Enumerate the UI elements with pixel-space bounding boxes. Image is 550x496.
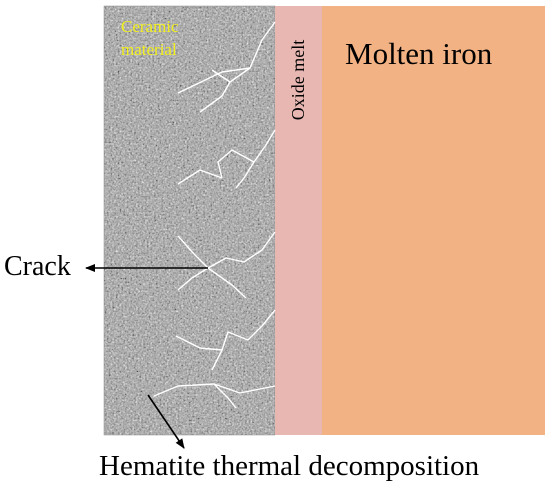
ceramic-material-layer <box>103 5 276 436</box>
crack-line-11 <box>175 309 276 351</box>
ceramic-material-label-line2: material <box>121 40 177 59</box>
oxide-melt-layer <box>275 6 322 435</box>
crack-line-6 <box>235 161 255 189</box>
crack-line-14 <box>213 383 237 409</box>
crack-line-5 <box>177 169 223 185</box>
crack-lines <box>153 21 276 409</box>
crack-line-10 <box>207 267 247 299</box>
crack-label: Crack <box>4 251 71 282</box>
molten-iron-label: Molten iron <box>345 36 493 71</box>
crack-line-2 <box>177 67 251 94</box>
hematite-decomposition-label: Hematite thermal decomposition <box>99 450 480 482</box>
ceramic-material-label-line1: Ceramic <box>121 17 179 36</box>
crack-line-7 <box>207 231 276 269</box>
hematite-arrow <box>147 394 185 449</box>
crack-line-4 <box>217 129 276 179</box>
molten-iron-layer <box>322 6 545 435</box>
crack-line-9 <box>177 267 209 291</box>
crack-line-12 <box>211 349 223 371</box>
crack-line-8 <box>177 235 209 269</box>
oxide-melt-label: Oxide melt <box>288 39 308 121</box>
crack-line-3 <box>199 81 231 113</box>
